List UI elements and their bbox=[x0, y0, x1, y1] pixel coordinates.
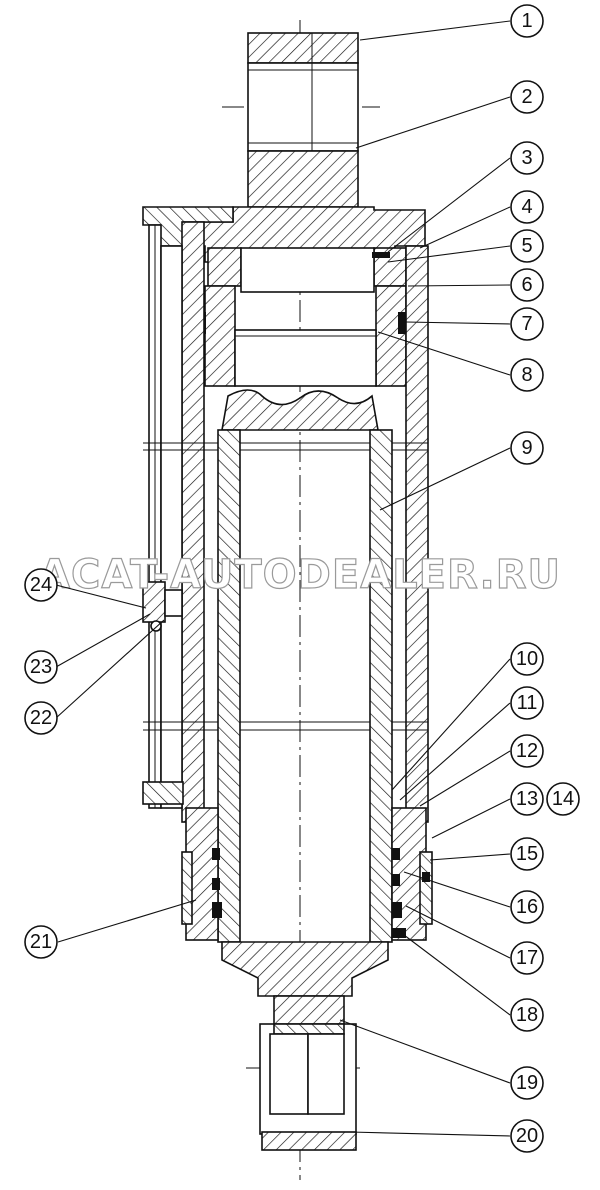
callout-label: 18 bbox=[516, 1004, 538, 1026]
callout-label: 6 bbox=[521, 274, 532, 296]
pipe-fitting bbox=[142, 581, 183, 632]
callout-15: 15 bbox=[510, 837, 544, 871]
callout-20: 20 bbox=[510, 1119, 544, 1153]
callout-6: 6 bbox=[510, 268, 544, 302]
callout-13: 13 bbox=[510, 782, 544, 816]
callout-label: 12 bbox=[516, 740, 538, 762]
inner-tube bbox=[217, 429, 393, 943]
callout-label: 17 bbox=[516, 947, 538, 969]
callout-12: 12 bbox=[510, 734, 544, 768]
callout-label: 2 bbox=[521, 86, 532, 108]
callout-4: 4 bbox=[510, 190, 544, 224]
top-mounting-eye bbox=[247, 32, 359, 208]
callout-label: 23 bbox=[30, 656, 52, 678]
callout-2: 2 bbox=[510, 80, 544, 114]
callout-5: 5 bbox=[510, 229, 544, 263]
callout-18: 18 bbox=[510, 998, 544, 1032]
bottom-rod-end bbox=[221, 941, 389, 997]
callout-label: 3 bbox=[521, 147, 532, 169]
callout-label: 20 bbox=[516, 1125, 538, 1147]
callout-label: 15 bbox=[516, 843, 538, 865]
outer-barrel bbox=[181, 221, 429, 823]
callout-11: 11 bbox=[510, 686, 544, 720]
piston-crown bbox=[221, 389, 379, 431]
callout-1: 1 bbox=[510, 4, 544, 38]
callout-21: 21 bbox=[24, 925, 58, 959]
callout-label: 11 bbox=[517, 692, 538, 714]
callout-8: 8 bbox=[510, 358, 544, 392]
callout-label: 4 bbox=[521, 196, 532, 218]
callout-3: 3 bbox=[510, 141, 544, 175]
callout-label: 8 bbox=[521, 364, 532, 386]
callout-22: 22 bbox=[24, 701, 58, 735]
bottom-eye-bearing bbox=[259, 1023, 357, 1151]
leader-lines bbox=[55, 20, 511, 1137]
callout-label: 21 bbox=[30, 931, 52, 953]
callout-label: 14 bbox=[552, 788, 574, 810]
callout-label: 9 bbox=[521, 437, 532, 459]
callout-label: 22 bbox=[30, 707, 52, 729]
callout-24: 24 bbox=[24, 568, 58, 602]
callout-label: 19 bbox=[516, 1072, 538, 1094]
callout-label: 24 bbox=[30, 574, 52, 596]
callout-14: 14 bbox=[546, 782, 580, 816]
callout-7: 7 bbox=[510, 307, 544, 341]
callout-label: 5 bbox=[521, 235, 532, 257]
callout-9: 9 bbox=[510, 431, 544, 465]
callout-label: 16 bbox=[516, 896, 538, 918]
callout-label: 1 bbox=[521, 10, 532, 32]
watermark-text: ACAT-AUTODEALER.RU bbox=[39, 552, 561, 598]
callout-label: 13 bbox=[516, 788, 538, 810]
callout-label: 7 bbox=[521, 313, 532, 335]
callout-label: 10 bbox=[516, 648, 538, 670]
callout-23: 23 bbox=[24, 650, 58, 684]
callout-17: 17 bbox=[510, 941, 544, 975]
callout-19: 19 bbox=[510, 1066, 544, 1100]
callout-10: 10 bbox=[510, 642, 544, 676]
external-oil-pipe bbox=[142, 224, 184, 809]
callout-16: 16 bbox=[510, 890, 544, 924]
upper-piston-block bbox=[198, 247, 407, 387]
